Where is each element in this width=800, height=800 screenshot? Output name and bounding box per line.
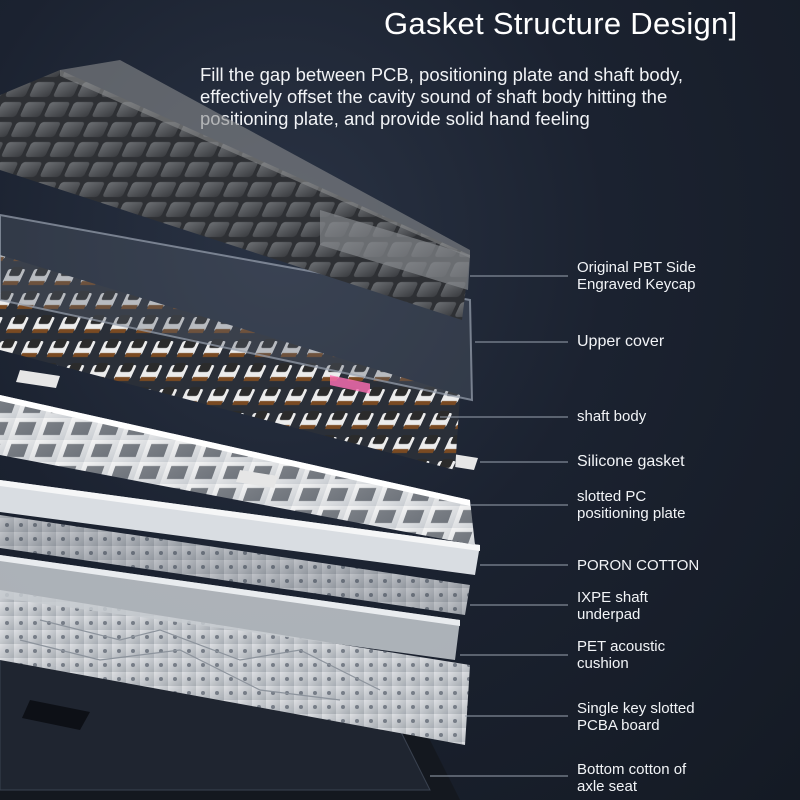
label-line: IXPE shaft [577,589,648,606]
leader-lines [430,275,568,777]
label-shaft-body: shaft body [577,408,646,425]
description-line: positioning plate, and provide solid han… [200,108,590,129]
label-line: underpad [577,606,641,623]
label-line: Single key slotted [577,700,695,717]
ixpe-underpad-layer [0,515,470,615]
pcba-board-layer [0,590,470,745]
label-line: slotted PC [577,488,647,505]
label-line: PORON COTTON [577,557,700,574]
label-line: cushion [577,655,629,672]
pc-positioning-plate-layer [0,395,475,545]
label-line: axle seat [577,778,638,795]
label-upper-cover: Upper cover [577,333,664,350]
label-line: PCBA board [577,717,660,734]
label-keycap: Original PBT Side Engraved Keycap [577,259,696,293]
label-line: Original PBT Side [577,259,696,276]
label-line: PET acoustic [577,638,666,655]
pet-cushion-layer [0,555,460,660]
label-silicone-gasket: Silicone gasket [577,453,685,470]
keycap-layer [0,60,470,320]
label-line: Bottom cotton of [577,761,687,778]
label-bottom-cotton: Bottom cotton of axle seat [577,761,686,795]
label-poron-cotton: PORON COTTON [577,557,699,574]
description-line: Fill the gap between PCB, positioning pl… [200,64,684,85]
label-line: shaft body [577,408,647,425]
label-line: positioning plate [577,505,686,522]
label-line: Silicone gasket [577,453,685,470]
description-line: effectively offset the cavity sound of s… [200,86,668,107]
label-pc-plate: slotted PC positioning plate [577,488,685,522]
label-pet-cushion: PET acoustic cushion [577,638,665,672]
description: Fill the gap between PCB, positioning pl… [200,64,780,130]
page-title: Gasket Structure Design] [384,6,738,41]
shaft-body-layer [0,255,460,470]
label-line: Upper cover [577,333,665,350]
poron-cotton-layer [0,480,480,575]
label-pcba-board: Single key slotted PCBA board [577,700,695,734]
label-line: Engraved Keycap [577,276,696,293]
label-ixpe-underpad: IXPE shaft underpad [577,589,648,623]
